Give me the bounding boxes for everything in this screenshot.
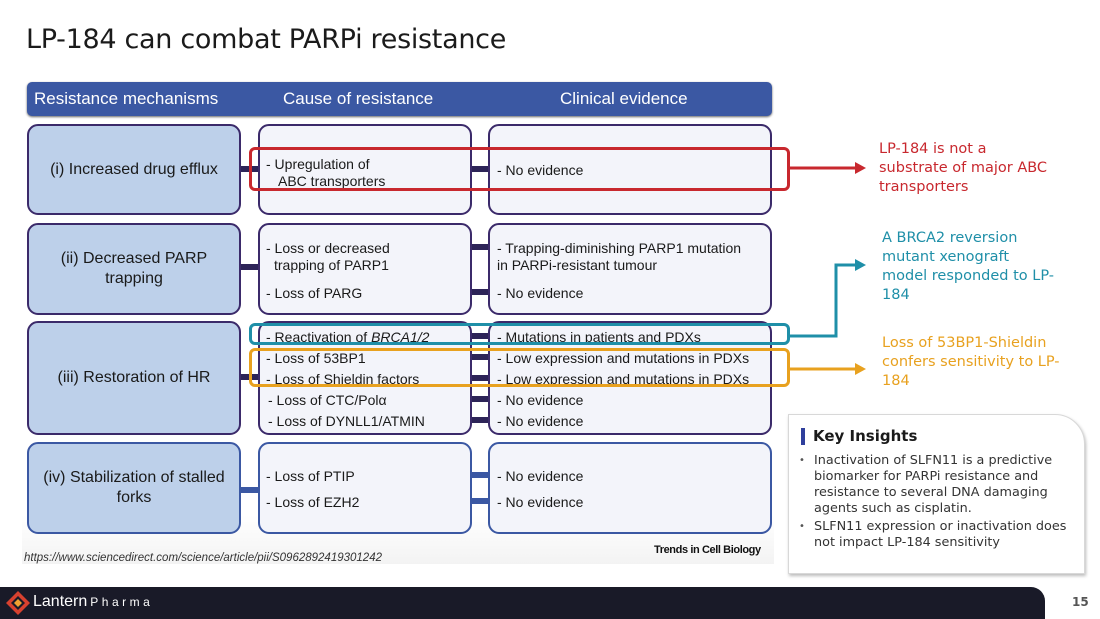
connector — [472, 375, 490, 381]
cause-box-restoration-hr: - Reactivation of BRCA1/2 - Loss of 53BP… — [258, 321, 472, 435]
figure-credit: Trends in Cell Biology — [654, 544, 761, 556]
evidence-item: - No evidence — [497, 162, 584, 178]
cause-item-text: - Reactivation of — [266, 329, 372, 345]
annotation-teal-note: A BRCA2 reversion mutant xenograft model… — [882, 230, 1054, 303]
cause-item: - Upregulation of — [266, 156, 370, 172]
mechanism-box-stalled-forks: (iv) Stabilization of stalled forks — [27, 442, 241, 534]
mechanism-box-restoration-hr: (iii) Restoration of HR — [27, 321, 241, 435]
evidence-item: - Trapping-diminishing PARP1 mutation — [497, 240, 742, 256]
connector — [472, 498, 490, 504]
header-resistance-mechanisms: Resistance mechanisms — [34, 89, 219, 108]
mechanism-label: (iii) Restoration of HR — [57, 369, 211, 386]
cause-item: - Loss of 53BP1 — [266, 350, 366, 366]
evidence-item: - No evidence — [497, 392, 584, 408]
evidence-item: - No evidence — [497, 413, 584, 429]
key-insight-item: SLFN11 expression or inactivation does n… — [799, 519, 1079, 551]
connector — [472, 166, 490, 172]
cause-box-drug-efflux: - Upregulation of ABC transporters — [258, 124, 472, 215]
highlight-red — [249, 147, 790, 191]
annotation-red-note: LP-184 is not a substrate of major ABC t… — [879, 141, 1048, 195]
source-url-link[interactable]: https://www.sciencedirect.com/science/ar… — [24, 552, 382, 564]
connector — [472, 244, 490, 250]
evidence-box-parp-trapping: - Trapping-diminishing PARP1 mutation in… — [488, 223, 772, 315]
cause-item: - Loss of PTIP — [266, 468, 355, 484]
mechanism-label: (iv) Stabilization of stalled forks — [43, 469, 225, 506]
page-number: 15 — [1072, 595, 1089, 609]
logo-name: Lantern — [33, 593, 88, 610]
cause-item: - Loss of EZH2 — [266, 494, 360, 510]
evidence-box-restoration-hr: - Mutations in patients and PDXs - Low e… — [488, 321, 772, 435]
mechanism-box-parp-trapping: (ii) Decreased PARP trapping — [27, 223, 241, 315]
connector — [472, 396, 490, 402]
key-insight-item: Inactivation of SLFN11 is a predictive b… — [799, 453, 1079, 517]
cause-item: - Loss of Shieldin factors — [266, 371, 420, 387]
key-insights-panel: Key Insights Inactivation of SLFN11 is a… — [788, 414, 1085, 574]
cause-item: - Loss of CTC/Polα — [268, 392, 387, 408]
mechanism-label: (i) Increased drug efflux — [50, 160, 218, 178]
logo-sub: Pharma — [90, 595, 154, 609]
evidence-box-stalled-forks: - No evidence - No evidence — [488, 442, 772, 534]
evidence-item: - Low expression and mutations in PDXs — [497, 350, 750, 366]
mechanism-box-drug-efflux: (i) Increased drug efflux — [27, 124, 241, 215]
connector — [472, 472, 490, 478]
evidence-item: - No evidence — [497, 468, 584, 484]
header-clinical-evidence: Clinical evidence — [560, 89, 688, 108]
connector — [241, 264, 260, 270]
orange-arrow — [790, 363, 866, 375]
connector — [241, 487, 260, 493]
cause-item: - Loss or decreased — [266, 240, 390, 256]
cause-item: - Loss of PARG — [266, 285, 363, 301]
cause-item: ABC transporters — [278, 173, 386, 189]
evidence-item: - Mutations in patients and PDXs — [497, 329, 701, 345]
connector — [472, 289, 490, 295]
gene-name-italic: BRCA1/2 — [371, 329, 430, 345]
evidence-item: in PARPi-resistant tumour — [497, 257, 658, 273]
key-insights-title: Key Insights — [813, 427, 918, 445]
evidence-item: - No evidence — [497, 285, 584, 301]
connector — [472, 333, 490, 339]
annotation-orange-note: Loss of 53BP1-Shieldin confers sensitivi… — [882, 335, 1060, 389]
key-insights-list: Inactivation of SLFN11 is a predictive b… — [799, 453, 1079, 553]
header-cause-of-resistance: Cause of resistance — [283, 89, 434, 108]
key-insights-accent-bar — [801, 428, 805, 445]
lantern-logo-icon — [6, 591, 30, 615]
evidence-box-drug-efflux: - No evidence — [488, 124, 772, 215]
red-arrow — [790, 162, 866, 174]
teal-arrow — [790, 259, 866, 338]
slide-title: LP-184 can combat PARPi resistance — [26, 24, 507, 55]
highlight-orange — [249, 348, 790, 387]
table-header: Resistance mechanisms Cause of resistanc… — [27, 82, 772, 116]
cause-box-stalled-forks: - Loss of PTIP - Loss of EZH2 — [258, 442, 472, 534]
cause-item: trapping of PARP1 — [274, 257, 389, 273]
evidence-item: - Low expression and mutations in PDXs — [497, 371, 750, 387]
evidence-item: - No evidence — [497, 494, 584, 510]
connector — [472, 417, 490, 423]
cause-box-parp-trapping: - Loss or decreased trapping of PARP1 - … — [258, 223, 472, 315]
highlight-teal — [249, 323, 790, 345]
mechanism-label: (ii) Decreased PARP trapping — [60, 250, 208, 287]
cause-item: - Reactivation of BRCA1/2 — [266, 329, 429, 345]
cause-item: - Loss of DYNLL1/ATMIN — [268, 413, 425, 429]
connector — [472, 354, 490, 360]
